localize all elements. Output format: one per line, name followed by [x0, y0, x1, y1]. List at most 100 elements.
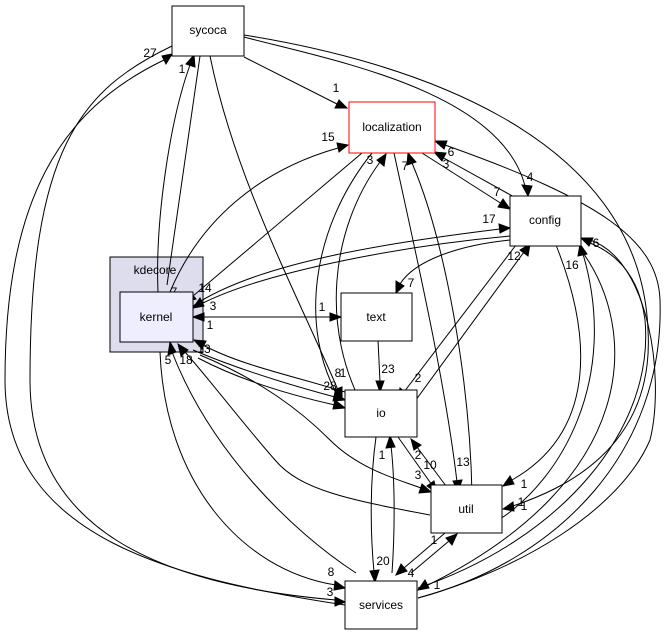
edge-kernel-io[interactable]: 28: [192, 349, 347, 402]
edge-services-util[interactable]: 1: [410, 533, 458, 574]
arrowhead-icon: [395, 280, 405, 295]
edge-label: 5: [165, 353, 172, 367]
edge-kernel-services[interactable]: 8: [159, 351, 347, 591]
node-box: [348, 101, 436, 154]
edge-util-localization[interactable]: 7: [402, 151, 473, 496]
edge-localization-io[interactable]: 1: [315, 152, 373, 397]
node-sycoca[interactable]: sycoca: [171, 5, 245, 57]
edge-io-localization[interactable]: 3: [335, 152, 387, 411]
edge-label: 3: [367, 153, 374, 167]
node-services[interactable]: services: [344, 580, 418, 630]
edge-label: 18: [179, 353, 193, 367]
node-text[interactable]: text: [340, 292, 413, 342]
arrowhead-icon: [369, 569, 380, 584]
edge-label: 6: [448, 145, 455, 159]
edge-sycoca-util[interactable]: 1: [243, 34, 649, 512]
edge-label: 16: [565, 258, 579, 272]
edge-io-kernel[interactable]: 13: [192, 339, 346, 393]
arrowhead-icon: [161, 53, 174, 66]
node-localization[interactable]: localization: [348, 101, 436, 154]
node-label: io: [376, 406, 386, 420]
arrowhead-icon: [418, 483, 433, 494]
node-config[interactable]: config: [509, 195, 582, 247]
edge-sycoca-io[interactable]: 8: [209, 55, 343, 400]
node-io[interactable]: io: [344, 389, 418, 438]
node-box: [344, 389, 418, 438]
edge-label: 1: [379, 448, 386, 462]
node-box: [171, 5, 245, 57]
edge-label: 1: [521, 477, 528, 491]
arrowhead-icon: [177, 342, 189, 357]
edge-label: 7: [408, 276, 415, 290]
edge-label: 28: [323, 379, 337, 393]
arrowhead-icon: [333, 580, 347, 591]
edge-kernel-config[interactable]: 17: [192, 212, 512, 307]
node-label: localization: [362, 120, 421, 134]
edge-kernel-sycoca[interactable]: 1: [157, 53, 196, 293]
node-util[interactable]: util: [430, 484, 503, 534]
edge-util-kernel[interactable]: 18: [177, 342, 431, 516]
edge-kernel-localization[interactable]: 15: [169, 130, 350, 293]
edge-label: 3: [415, 468, 422, 482]
edge-io-services[interactable]: 20: [369, 436, 390, 584]
edge-config-services[interactable]: 1: [416, 249, 616, 592]
edge-localization-config[interactable]: 7: [421, 152, 512, 210]
edge-services-config[interactable]: 6: [417, 236, 647, 589]
edge-services-util-right[interactable]: 1: [417, 239, 656, 599]
edge-label: 12: [507, 249, 521, 263]
arrowhead-icon: [192, 339, 207, 350]
edge-sycoca-config[interactable]: 4: [243, 36, 534, 198]
arrowhead-icon: [497, 198, 512, 210]
edge-kernel-util[interactable]: 3: [199, 354, 433, 494]
edge-config-text[interactable]: 7: [395, 239, 511, 295]
arrowhead-icon: [395, 563, 408, 576]
node-box: [344, 580, 418, 630]
edge-label: 14: [198, 281, 212, 295]
edge-label: 1: [179, 62, 186, 76]
arrowhead-icon: [329, 312, 343, 322]
arrowhead-icon: [385, 434, 396, 449]
edge-util-config[interactable]: 16: [499, 242, 595, 520]
edge-text-io[interactable]: 23: [375, 339, 395, 394]
edge-services-kernel[interactable]: 5: [165, 340, 357, 574]
edge-sycoca-services[interactable]: 3: [29, 45, 347, 607]
edge-label: 1: [333, 81, 340, 95]
edge-label: 13: [456, 455, 470, 469]
edge-config-kernel[interactable]: 3: [191, 235, 511, 313]
arrowhead-icon: [336, 142, 350, 153]
edge-label: 1: [434, 578, 441, 592]
edge-kernel-text[interactable]: 1 1: [191, 300, 343, 332]
arrowhead-icon: [416, 579, 430, 591]
node-box: [509, 195, 582, 247]
arrowhead-icon: [519, 243, 531, 257]
edge-label: 4: [527, 170, 534, 184]
edge-services-io[interactable]: 1: [379, 434, 396, 574]
edge-label: 15: [321, 130, 335, 144]
arrowhead-icon: [498, 223, 512, 234]
node-label: services: [359, 598, 403, 612]
edge-io-config[interactable]: 12: [409, 243, 531, 409]
edge-config-localization[interactable]: 3: [432, 151, 517, 199]
edge-sycoca-localization[interactable]: 1: [243, 56, 349, 109]
arrowhead-icon: [332, 399, 347, 410]
edge-label: 7: [402, 159, 409, 173]
node-label: text: [366, 310, 386, 324]
node-kernel[interactable]: kernel: [119, 291, 194, 343]
edge-config-util[interactable]: 1: [501, 244, 582, 491]
node-box: [340, 292, 413, 342]
edge-label: 1: [521, 499, 528, 513]
node-label: config: [529, 213, 561, 227]
edge-util-services[interactable]: 4: [395, 532, 446, 580]
edge-label: 7: [494, 185, 501, 199]
arrowhead-icon: [334, 596, 347, 607]
arrowhead-icon: [410, 437, 422, 451]
edge-label: 3: [210, 299, 217, 313]
arrowhead-icon: [334, 99, 349, 109]
edge-label: 1: [319, 300, 326, 314]
edge-label: 3: [327, 585, 334, 599]
edge-label: 1: [207, 318, 214, 332]
edge-label: 13: [197, 342, 211, 356]
edge-kernel-io-2[interactable]: [197, 357, 347, 410]
arrowhead-icon: [433, 140, 448, 150]
edge-label: 27: [143, 46, 157, 60]
